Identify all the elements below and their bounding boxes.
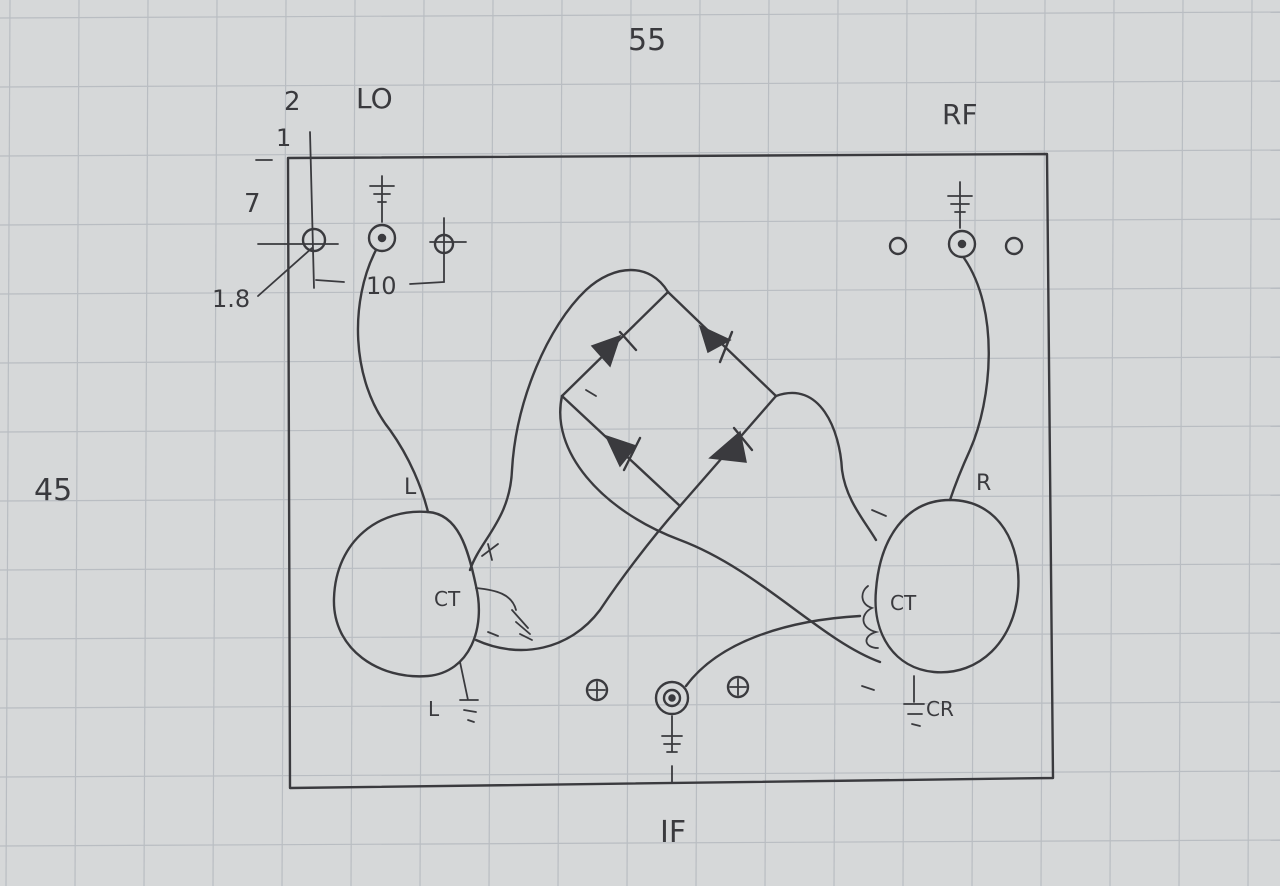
dim-label-pitch: 1.8 [212,285,250,313]
if-port-label: IF [660,815,686,850]
right-transformer-lead-label: R [976,471,991,496]
dim-label-1: 1 [276,124,291,152]
right-transformer-bottom-label: CR [926,697,954,721]
left-transformer-ct-label: CT [434,587,461,611]
left-transformer-bottom-label: L [428,697,440,721]
if-feed-trace [684,614,862,688]
board-height-label: 45 [34,473,72,508]
rf-connector-icon [888,181,1024,259]
diode-ring [560,290,778,508]
dim-label-10: 10 [366,272,397,300]
lo-dimension-marks [257,131,467,297]
board-width-label: 55 [628,23,666,58]
diode-icon [698,324,734,364]
left-transformer-lead-label: L [404,475,417,500]
right-transformer: R CT CR [861,471,1020,727]
diode-icon [604,434,642,472]
diode-icon [708,426,754,463]
rf-feed-trace [948,256,990,502]
board-outline [286,152,1055,790]
diode-icon [590,330,638,368]
lo-feed-trace [356,248,430,514]
right-transformer-ct-label: CT [890,591,917,615]
rf-port-label: RF [942,98,978,131]
lo-connector-icon [301,175,455,255]
dim-label-2: 2 [284,87,301,117]
lo-port-label: LO [356,82,393,115]
left-transformer: L CT L [332,475,533,723]
if-connector-icon [585,675,750,783]
dim-label-7: 7 [244,189,261,219]
ring-interconnects [468,268,882,664]
